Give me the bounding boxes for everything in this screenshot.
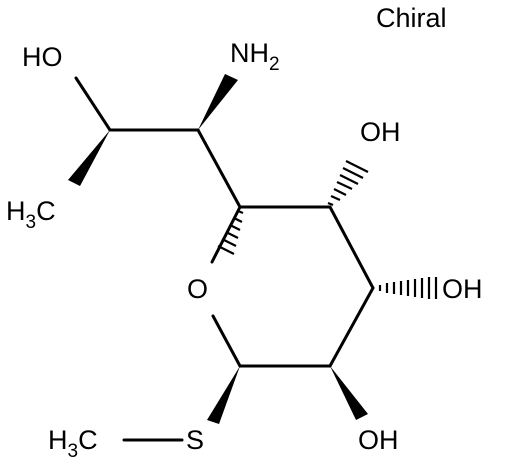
label-oh-bottom: OH bbox=[358, 425, 399, 455]
bond-c2-c3 bbox=[196, 128, 242, 209]
label-ring-o: O bbox=[187, 274, 208, 304]
label-ho-top: HO bbox=[22, 42, 63, 72]
label-nh2: NH2 bbox=[230, 38, 280, 75]
hash-c3-o bbox=[217, 209, 244, 255]
wedge-c6-oh bbox=[330, 366, 368, 420]
label-ch3-left: H3C bbox=[6, 196, 56, 233]
label-s-atom: S bbox=[186, 425, 204, 455]
bond-ring-c7-o bbox=[211, 314, 242, 368]
label-ch3-bottom: H3C bbox=[48, 425, 98, 462]
wedge-c1-ch3 bbox=[68, 130, 110, 186]
bond-ring-c5-c6 bbox=[328, 286, 375, 368]
wedge-c7-s bbox=[207, 366, 240, 424]
label-oh-right: OH bbox=[442, 274, 483, 304]
hash-c5-oh bbox=[378, 277, 438, 299]
wedge-c2-nh2 bbox=[198, 74, 238, 130]
bond-ho-c1 bbox=[74, 76, 112, 132]
label-oh-upper: OH bbox=[360, 117, 401, 147]
bond-ring-o-c3 bbox=[210, 205, 242, 264]
bond-ring-c4-c5 bbox=[328, 205, 375, 290]
hash-c4-oh bbox=[327, 160, 369, 207]
chiral-label: Chiral bbox=[376, 3, 447, 33]
